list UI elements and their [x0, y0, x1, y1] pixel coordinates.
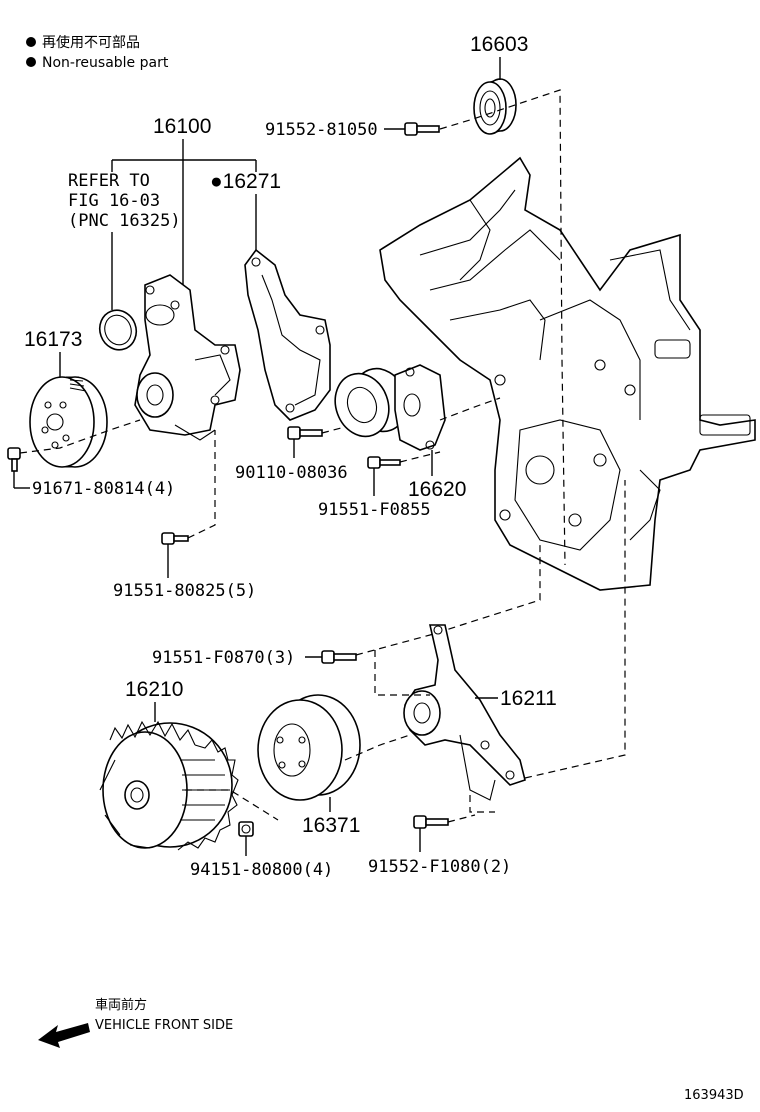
bolt-90110-08036 — [287, 426, 323, 440]
nut-94151-80800 — [238, 821, 254, 837]
non-reusable-bullet-icon — [26, 37, 36, 47]
legend-jp: 再使用不可部品 — [42, 34, 140, 51]
o-ring — [98, 309, 138, 351]
water-pump-body — [134, 274, 241, 441]
part-number-16603: 16603 — [470, 33, 528, 56]
bolt-91551-f0870 — [321, 650, 357, 664]
refer-to-line1: REFER TO — [68, 171, 150, 191]
bolt-91671-80814 — [7, 447, 21, 472]
figure-id: 163943D — [684, 1088, 744, 1103]
direction-en: VEHICLE FRONT SIDE — [95, 1018, 233, 1033]
bolt-91552-f1080 — [413, 815, 449, 829]
part-number-16100: 16100 — [153, 115, 211, 138]
part-number-91551-80825: 91551-80825(5) — [113, 581, 256, 601]
part-number-16371: 16371 — [302, 814, 360, 837]
part-number-94151-80800: 94151-80800(4) — [190, 860, 333, 880]
legend: 再使用不可部品 Non-reusable part — [26, 34, 169, 71]
refer-to-line3: (PNC 16325) — [68, 211, 181, 231]
refer-to-line2: FIG 16-03 — [68, 191, 160, 211]
part-number-91551-f0855: 91551-F0855 — [318, 500, 431, 520]
part-number-16620: 16620 — [408, 478, 466, 501]
part-number-91552-81050: 91552-81050 — [265, 120, 378, 140]
part-number-91671-80814: 91671-80814(4) — [32, 479, 175, 499]
fan-pulley-16371 — [257, 694, 361, 801]
tensioner-16620 — [334, 364, 446, 451]
gasket-16271 — [244, 248, 331, 421]
front-arrow-icon — [38, 1023, 90, 1048]
bolt-91552-81050 — [404, 122, 440, 136]
vehicle-front-direction: 車両前方 VEHICLE FRONT SIDE — [38, 997, 233, 1048]
bolt-91551-80825 — [161, 532, 189, 545]
bolt-91551-f0855 — [367, 456, 401, 469]
part-number-90110-08036: 90110-08036 — [235, 463, 348, 483]
part-number-91551-f0870: 91551-F0870(3) — [152, 648, 295, 668]
part-number-16211: 16211 — [500, 687, 557, 710]
part-number-16210: 16210 — [125, 678, 183, 701]
part-number-16173: 16173 — [24, 328, 82, 351]
legend-en: Non-reusable part — [42, 55, 169, 71]
part-number-16271: ●16271 — [210, 170, 281, 193]
non-reusable-bullet-icon — [26, 57, 36, 67]
timing-cover-drawing — [379, 156, 756, 591]
bracket-16211 — [403, 624, 526, 801]
direction-jp: 車両前方 — [95, 997, 147, 1013]
water-pump-pulley-16173 — [29, 376, 108, 468]
fan-clutch-16210 — [99, 720, 239, 851]
part-number-91552-f1080: 91552-F1080(2) — [368, 857, 511, 877]
